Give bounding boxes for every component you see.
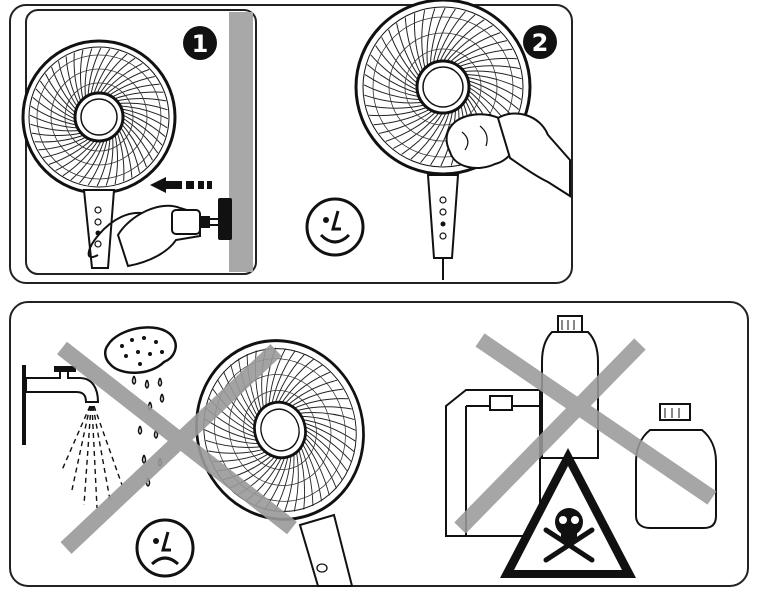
- step-2-scene: 2: [354, 0, 571, 280]
- wall-socket: [218, 198, 232, 240]
- step-2-badge: 2: [523, 25, 557, 59]
- prohibited-cross-water: [57, 341, 297, 554]
- skull-and-crossbones-icon: [543, 508, 595, 563]
- sad-face-icon: [135, 518, 195, 578]
- step-1-panel: 1: [21, 9, 257, 275]
- prohibited-cross-chemicals: [454, 333, 717, 534]
- control-button: [439, 208, 447, 216]
- control-button: [94, 218, 102, 226]
- control-button: [316, 563, 328, 573]
- cleaning-cloth: [445, 113, 517, 169]
- water-spray: [61, 405, 123, 509]
- step-1-number: 1: [192, 30, 209, 58]
- hand-holding-plug: [116, 204, 218, 268]
- pull-direction-arrow: [150, 177, 212, 193]
- control-button: [440, 221, 446, 227]
- power-cord: [87, 211, 151, 259]
- fan-stand-2: [426, 174, 460, 259]
- fan-stand-1: [82, 189, 116, 269]
- top-panel: 1: [9, 0, 573, 284]
- hand-wiping: [496, 112, 571, 198]
- step-1-badge: 1: [183, 26, 217, 60]
- fan-head-1: [21, 39, 177, 195]
- control-button: [94, 240, 102, 248]
- toxic-warning-icon: [500, 448, 636, 578]
- fan-stand-3: [298, 513, 354, 587]
- step-2-number: 2: [532, 29, 549, 57]
- bottom-panel: [9, 301, 749, 587]
- fan-grille-1: [29, 47, 169, 187]
- control-button: [94, 206, 102, 214]
- sponge-icon: [104, 326, 177, 374]
- happy-face-icon: [305, 197, 365, 257]
- fan-grille-3: [204, 347, 356, 513]
- wall: [229, 12, 253, 272]
- faucet-icon: [22, 365, 100, 445]
- control-button: [439, 232, 447, 240]
- fan-grille-2: [363, 7, 523, 167]
- control-button: [439, 196, 447, 204]
